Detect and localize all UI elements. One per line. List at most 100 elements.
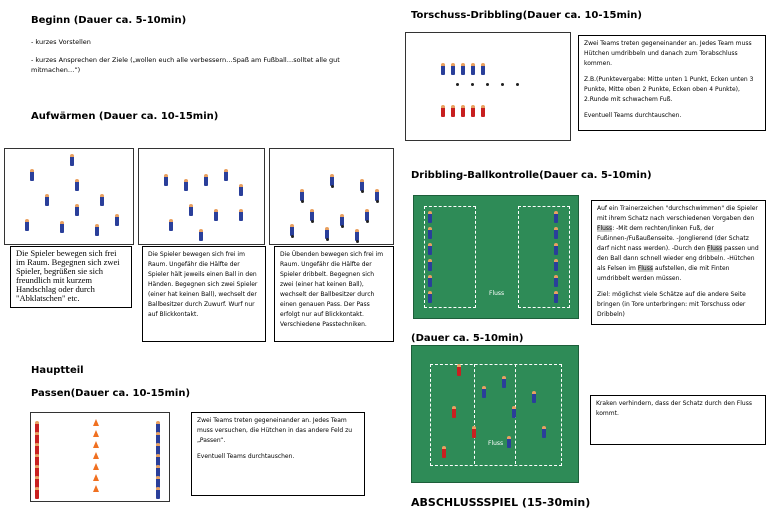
player-icon — [239, 209, 243, 221]
player-icon — [45, 194, 49, 206]
player-icon — [375, 189, 379, 201]
highlight: Fluss — [597, 225, 613, 232]
cone-icon — [516, 83, 519, 86]
player-icon — [442, 446, 446, 458]
torschuss-text-p1: Zwei Teams treten gegeneinander an. Jede… — [584, 40, 752, 67]
torschuss-text-p3: Eventuell Teams durchtauschen. — [584, 112, 682, 119]
player-icon — [532, 391, 536, 403]
player-icon — [471, 63, 475, 75]
player-icon — [239, 184, 243, 196]
player-icon — [35, 454, 39, 466]
beginn-heading: Beginn (Dauer ca. 5-10min) — [31, 15, 187, 26]
player-icon — [156, 476, 160, 488]
ball-icon — [291, 235, 294, 238]
player-icon — [156, 432, 160, 444]
player-icon — [472, 426, 476, 438]
torschuss-diagram — [405, 32, 571, 141]
player-icon — [554, 275, 558, 287]
beginn-bullet: - kurzes Ansprechen der Ziele („wollen e… — [31, 56, 340, 74]
torschuss-text-p2: Z.B.(Punktevergabe: Mitte unten 1 Punkt,… — [584, 76, 754, 103]
player-icon — [156, 443, 160, 455]
player-icon — [461, 105, 465, 117]
text: Auf ein Trainerzeichen "durchschwimmen" … — [597, 205, 758, 222]
player-icon — [214, 209, 218, 221]
cone-icon — [501, 83, 504, 86]
passen-text-p2: Eventuell Teams durchtauschen. — [197, 453, 295, 460]
field-outline — [430, 364, 562, 466]
player-icon — [75, 179, 79, 191]
player-icon — [428, 259, 432, 271]
highlight: Fluss — [707, 245, 723, 252]
player-icon — [554, 259, 558, 271]
kraken-heading: (Dauer ca. 5-10min) — [411, 333, 524, 344]
player-icon — [35, 421, 39, 433]
cone-icon — [486, 83, 489, 86]
hauptteil-heading: Hauptteil — [31, 365, 84, 376]
player-icon — [340, 214, 344, 226]
ball-icon — [356, 240, 359, 243]
text: aufstellen, die mit Finten umdribbelt we… — [597, 265, 730, 282]
player-icon — [365, 209, 369, 221]
warmup-diagram-3 — [269, 148, 394, 245]
player-icon — [542, 426, 546, 438]
cone-icon — [93, 441, 99, 448]
player-icon — [35, 476, 39, 488]
player-icon — [189, 204, 193, 216]
passen-heading: Passen(Dauer ca. 10-15min) — [31, 388, 191, 399]
player-icon — [471, 105, 475, 117]
warmup-diagram-1 — [4, 148, 134, 245]
player-icon — [554, 211, 558, 223]
dribbling-diagram: Fluss — [413, 195, 579, 319]
player-icon — [554, 291, 558, 303]
cone-icon — [456, 83, 459, 86]
text: : -Mit dem rechten/linken Fuß, der Fußin… — [597, 225, 749, 252]
fluss-label: Fluss — [488, 440, 504, 447]
player-icon — [441, 63, 445, 75]
ball-icon — [341, 225, 344, 228]
warmup-text-1: Die Spieler bewegen sich frei im Raum. B… — [10, 246, 132, 308]
ball-icon — [366, 220, 369, 223]
aufwaermen-heading: Aufwärmen (Dauer ca. 10-15min) — [31, 111, 219, 122]
player-icon — [428, 291, 432, 303]
torschuss-text: Zwei Teams treten gegeneinander an. Jede… — [578, 35, 766, 131]
ball-icon — [331, 185, 334, 188]
player-icon — [35, 443, 39, 455]
player-icon — [441, 105, 445, 117]
player-icon — [502, 376, 506, 388]
passen-diagram — [30, 412, 170, 502]
dribbling-text-p2: Ziel: möglichst viele Schätze auf die an… — [597, 291, 746, 318]
player-icon — [355, 229, 359, 241]
player-icon — [115, 214, 119, 226]
player-icon — [325, 227, 329, 239]
highlight: Fluss — [637, 265, 653, 272]
cone-icon — [93, 419, 99, 426]
ball-icon — [311, 220, 314, 223]
player-icon — [481, 63, 485, 75]
player-icon — [428, 275, 432, 287]
dribbling-text-p1: Auf ein Trainerzeichen "durchschwimmen" … — [597, 204, 760, 284]
player-icon — [461, 63, 465, 75]
player-icon — [156, 487, 160, 499]
player-icon — [554, 243, 558, 255]
player-icon — [30, 169, 34, 181]
player-icon — [428, 243, 432, 255]
dribbling-heading: Dribbling-Ballkontrolle(Dauer ca. 5-10mi… — [411, 170, 652, 181]
passen-text-p1: Zwei Teams treten gegeneinander an. Jede… — [197, 417, 353, 444]
player-icon — [156, 465, 160, 477]
cone-icon — [93, 452, 99, 459]
kraken-diagram: Fluss — [411, 345, 579, 483]
warmup-diagram-2 — [138, 148, 265, 245]
player-icon — [457, 364, 461, 376]
dribbling-text: Auf ein Trainerzeichen "durchschwimmen" … — [591, 200, 766, 325]
player-icon — [300, 189, 304, 201]
player-icon — [554, 227, 558, 239]
player-icon — [451, 105, 455, 117]
player-icon — [95, 224, 99, 236]
warmup-text-3: Die Übenden bewegen sich frei im Raum. U… — [274, 246, 394, 342]
player-icon — [75, 204, 79, 216]
player-icon — [156, 454, 160, 466]
player-icon — [507, 436, 511, 448]
player-icon — [164, 174, 168, 186]
player-icon — [35, 465, 39, 477]
ball-icon — [361, 190, 364, 193]
